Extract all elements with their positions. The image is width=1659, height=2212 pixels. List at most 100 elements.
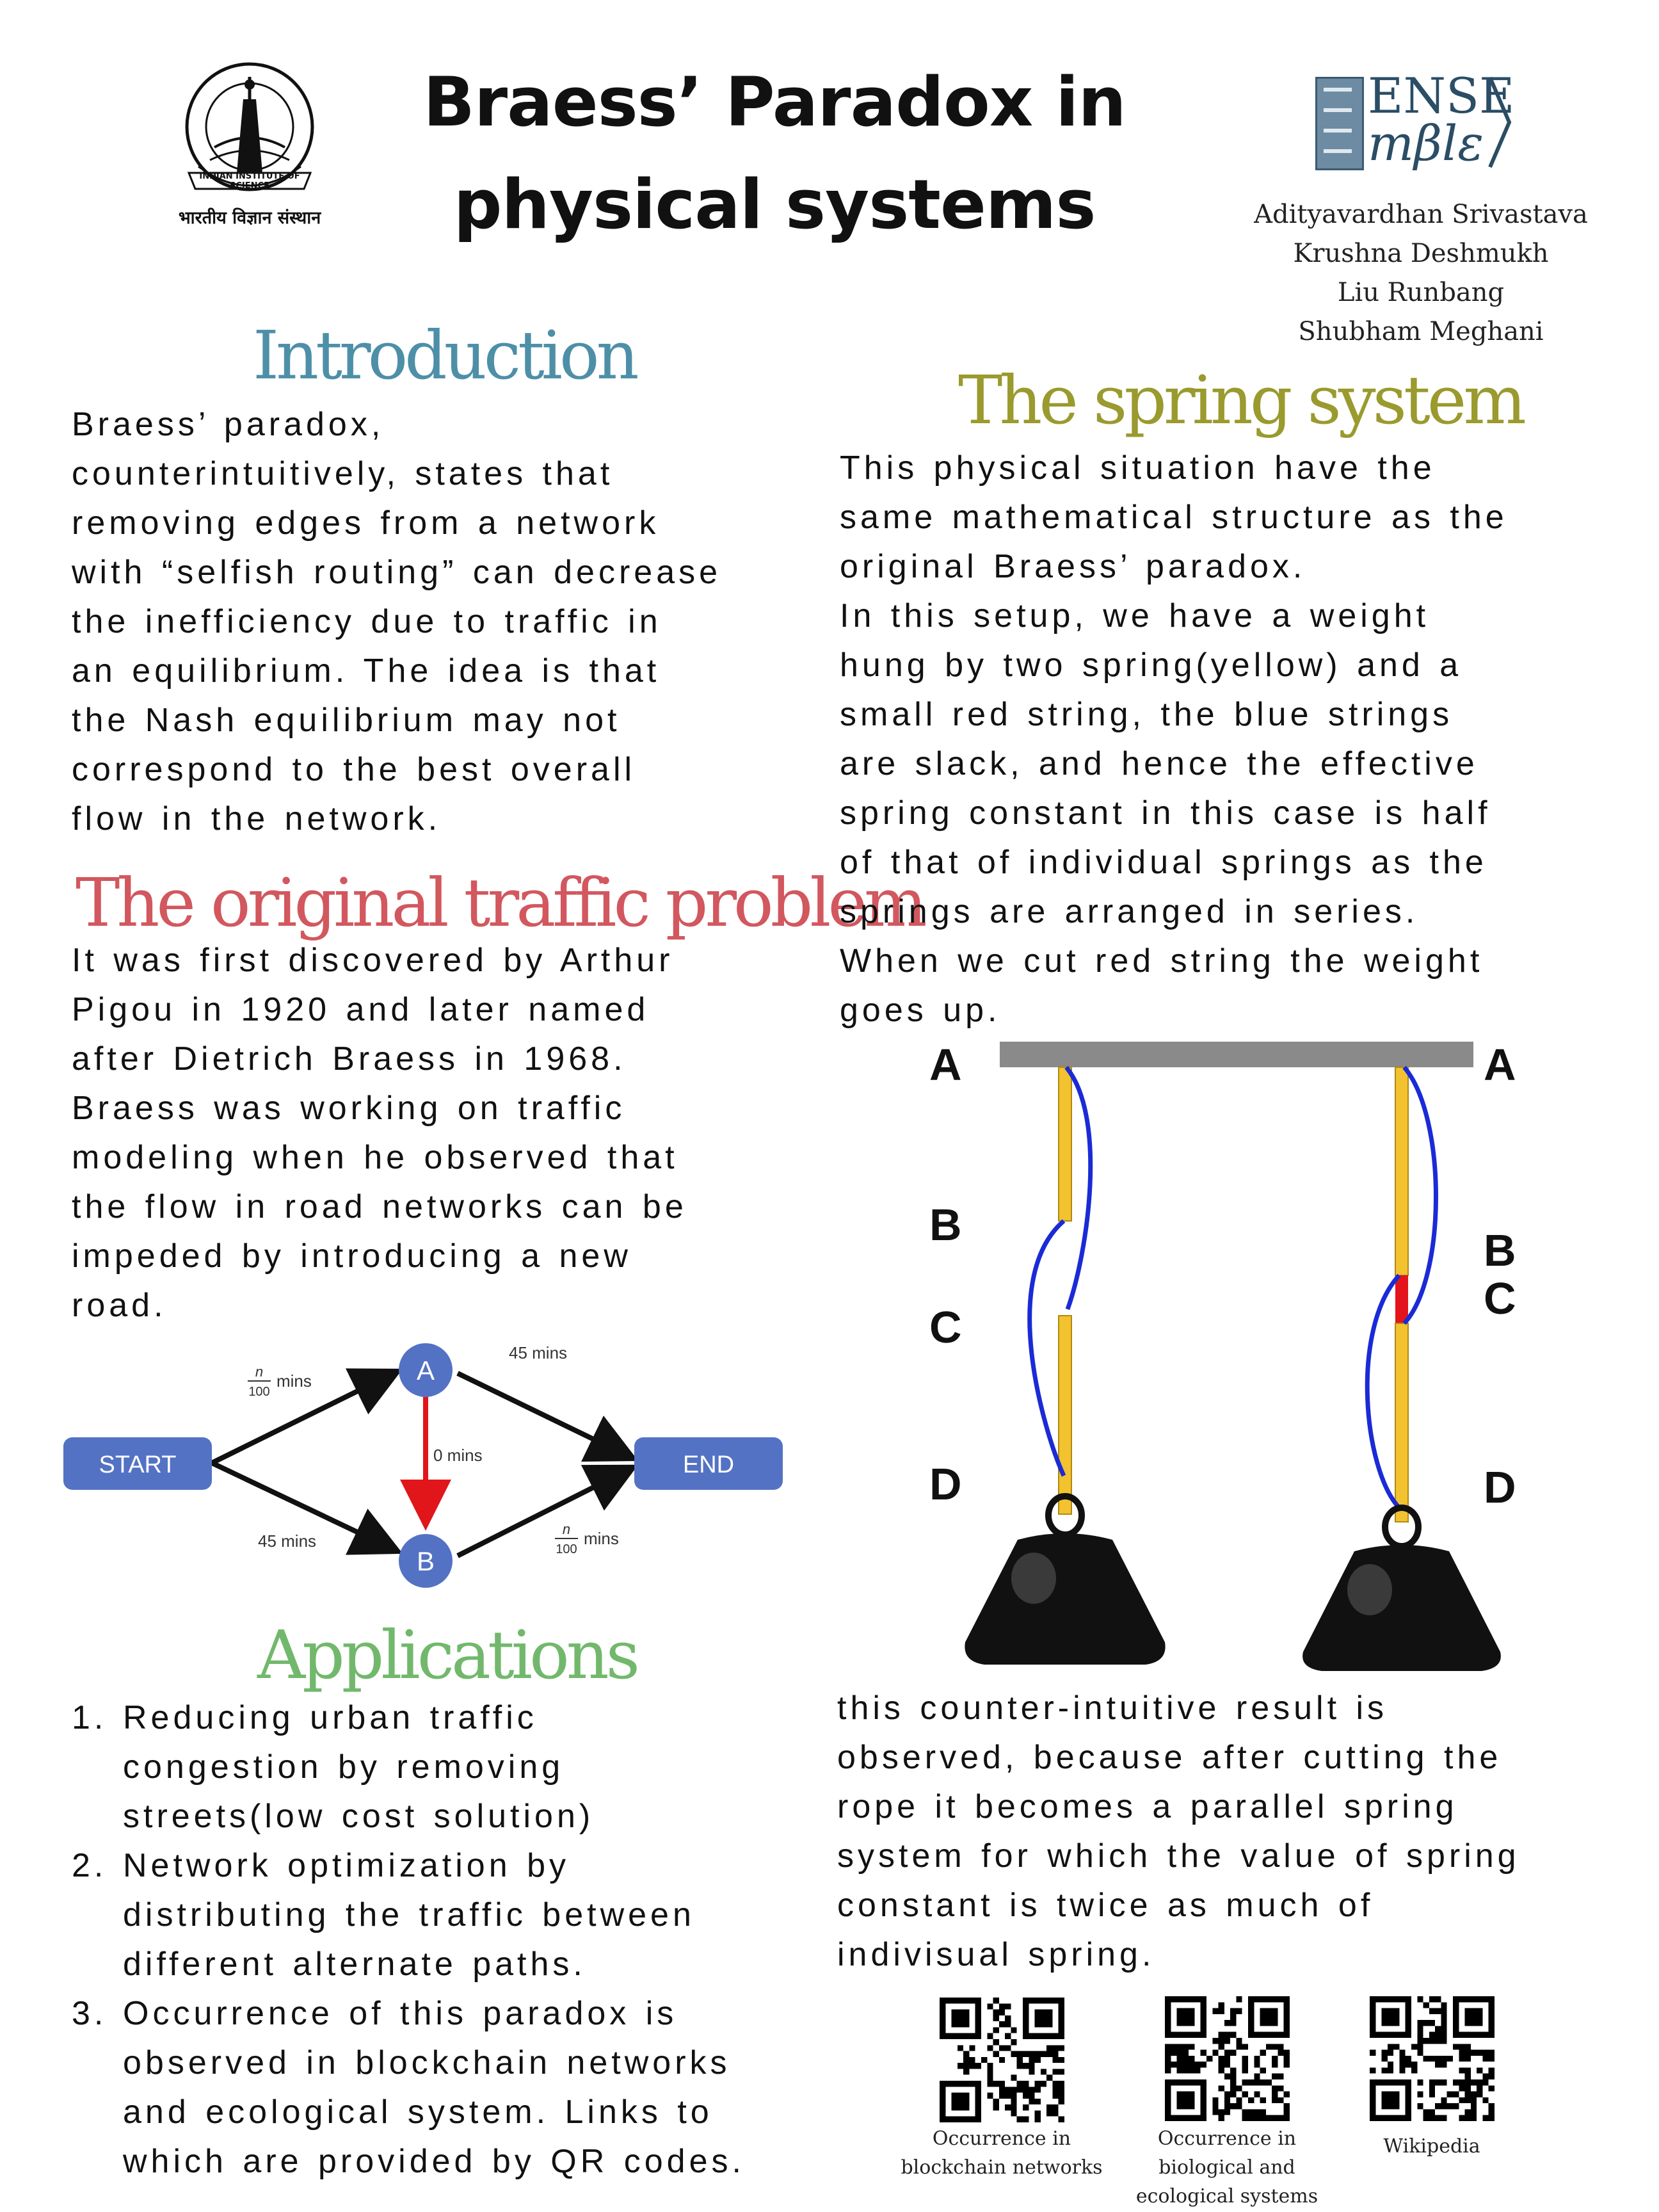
- start-node-label: START: [99, 1451, 176, 1478]
- author-name: Shubham Meghani: [1298, 317, 1544, 346]
- introduction-text: Braess’ paradox, counterintuitively, sta…: [72, 400, 865, 844]
- label-b-right: B: [1484, 1225, 1516, 1275]
- list-item-number: 1.: [72, 1699, 108, 1736]
- edge-start-b: [211, 1460, 403, 1555]
- conclusion-text: this counter-intuitive result is observe…: [837, 1684, 1650, 1980]
- list-item-number: 2.: [72, 1847, 108, 1884]
- text-line: constant is twice as much of: [837, 1887, 1374, 1924]
- text-line: are slack, and hence the effective: [840, 745, 1479, 782]
- text-line: same mathematical structure as the: [840, 499, 1508, 536]
- text-line: road.: [72, 1287, 167, 1324]
- end-node-label: END: [683, 1451, 734, 1478]
- ceiling-beam: [1000, 1042, 1473, 1067]
- iisc-logo: INDIAN INSTITUTE OF SCIENCE भारतीय विज्ञ…: [154, 51, 346, 243]
- spring-system-diagram: A B C D A B C D: [929, 1040, 1516, 1671]
- text-line: different alternate paths.: [123, 1946, 586, 1983]
- applications-heading: Applications: [257, 1616, 640, 1694]
- text-line: Braess’ paradox,: [72, 406, 385, 443]
- text-line: distributing the traffic between: [123, 1896, 695, 1933]
- text-line: springs are arranged in series.: [840, 893, 1419, 930]
- text-line: Braess was working on traffic: [72, 1090, 626, 1127]
- text-line: the Nash equilibrium may not: [72, 702, 621, 739]
- text-line: and ecological system. Links to: [123, 2094, 713, 2131]
- ensemble-logo: ENSE mβlε: [1315, 70, 1520, 179]
- text-line: after Dietrich Braess in 1968.: [72, 1040, 627, 1078]
- list-item: 2. Network optimization by distributing …: [72, 1841, 872, 1989]
- label-a-left: A: [929, 1040, 962, 1090]
- edge-a-end: [456, 1371, 639, 1462]
- text-line: congestion by removing: [123, 1748, 565, 1786]
- text-line: When we cut red string the weight: [840, 942, 1484, 980]
- applications-list: 1. Reducing urban traffic congestion by …: [72, 1693, 872, 2186]
- qr-code-ecological[interactable]: [1165, 1996, 1290, 2121]
- spring-system-text: This physical situation have the same ma…: [840, 444, 1646, 1035]
- text-line: original Braess’ paradox.: [840, 548, 1306, 585]
- text-line: This physical situation have the: [840, 449, 1436, 487]
- qr-code-blockchain[interactable]: [940, 1998, 1064, 2122]
- string-left-lower: [1027, 1219, 1066, 1477]
- fraction-numerator: n: [563, 1521, 570, 1537]
- label-b-left: B: [929, 1200, 962, 1250]
- iisc-logo-band-text: INDIAN INSTITUTE OF SCIENCE: [199, 172, 300, 191]
- braess-network-diagram: START END A B n 100 mins 45 mins 0 mins …: [63, 1343, 783, 1588]
- text-line: correspond to the best overall: [72, 751, 636, 788]
- text-line: blockchain networks: [901, 2156, 1103, 2179]
- poster-title-line2: physical systems: [453, 165, 1096, 244]
- text-line: spring constant in this case is half: [840, 795, 1491, 832]
- label-a-right: A: [1484, 1040, 1516, 1090]
- text-line: indivisual spring.: [837, 1936, 1155, 1973]
- text-line: small red string, the blue strings: [840, 696, 1454, 733]
- list-item-number: 3.: [72, 1995, 108, 2032]
- text-line: flow in the network.: [72, 800, 442, 837]
- text-line: which are provided by QR codes.: [123, 2143, 745, 2180]
- node-b-label: B: [417, 1546, 435, 1576]
- author-name: Adityavardhan Srivastava: [1254, 200, 1588, 229]
- list-item: 3. Occurrence of this paradox is observe…: [72, 1989, 872, 2186]
- node-b: [399, 1534, 453, 1588]
- text-line: hung by two spring(yellow) and a: [840, 647, 1463, 684]
- text-line: Network optimization by: [123, 1847, 570, 1884]
- author-name: Krushna Deshmukh: [1293, 239, 1549, 268]
- end-node: [634, 1437, 783, 1490]
- text-line: observed, because after cutting the: [837, 1739, 1502, 1776]
- edge-label-a-b: 0 mins: [433, 1446, 483, 1465]
- fraction-numerator: n: [255, 1364, 263, 1380]
- list-item: 1. Reducing urban traffic congestion by …: [72, 1693, 872, 1841]
- poster-title-line1: Braess’ Paradox in: [423, 63, 1126, 141]
- text-line: impeded by introducing a new: [72, 1238, 632, 1275]
- label-c-right: C: [1484, 1273, 1516, 1323]
- fraction-denominator: 100: [248, 1385, 269, 1399]
- text-line: ecological systems: [1135, 2185, 1318, 2208]
- text-line: the flow in road networks can be: [72, 1188, 687, 1225]
- weight-left: [965, 1533, 1166, 1665]
- traffic-problem-text: It was first discovered by Arthur Pigou …: [72, 936, 865, 1330]
- text-line: biological and: [1158, 2156, 1295, 2179]
- string-right-upper: [1402, 1065, 1438, 1325]
- iisc-logo-hindi-text: भारतीय विज्ञान संस्थान: [178, 208, 321, 228]
- qr-label-wikipedia: Wikipedia: [1313, 2132, 1550, 2161]
- text-line: Occurrence in: [1157, 2127, 1297, 2150]
- text-line: In this setup, we have a weight: [840, 597, 1430, 634]
- label-d-right: D: [1484, 1462, 1516, 1512]
- red-string: [1395, 1275, 1408, 1323]
- poster-title: Braess’ Paradox in physical systems: [410, 51, 1139, 256]
- introduction-heading: Introduction: [253, 316, 639, 394]
- ensemble-logo-line2: mβlε: [1368, 115, 1484, 172]
- node-a: [399, 1343, 453, 1397]
- text-line: Pigou in 1920 and later named: [72, 991, 650, 1028]
- text-line: rope it becomes a parallel spring: [837, 1788, 1458, 1825]
- text-line: counterintuitively, states that: [72, 455, 614, 492]
- text-line: this counter-intuitive result is: [837, 1690, 1388, 1727]
- label-c-left: C: [929, 1302, 962, 1352]
- text-line: system for which the value of spring: [837, 1837, 1520, 1875]
- qr-code-wikipedia[interactable]: [1370, 1996, 1495, 2121]
- text-line: observed in blockchain networks: [123, 2044, 731, 2081]
- text-line: with “selfish routing” can decrease: [72, 554, 722, 591]
- spring-right-top: [1395, 1067, 1409, 1276]
- string-right-lower: [1365, 1273, 1401, 1510]
- text-line: removing edges from a network: [72, 505, 660, 542]
- string-left-upper: [1064, 1065, 1093, 1311]
- fraction-denominator: 100: [556, 1542, 577, 1556]
- traffic-problem-heading: The original traffic problem: [76, 864, 927, 942]
- edge-start-a: [211, 1368, 403, 1465]
